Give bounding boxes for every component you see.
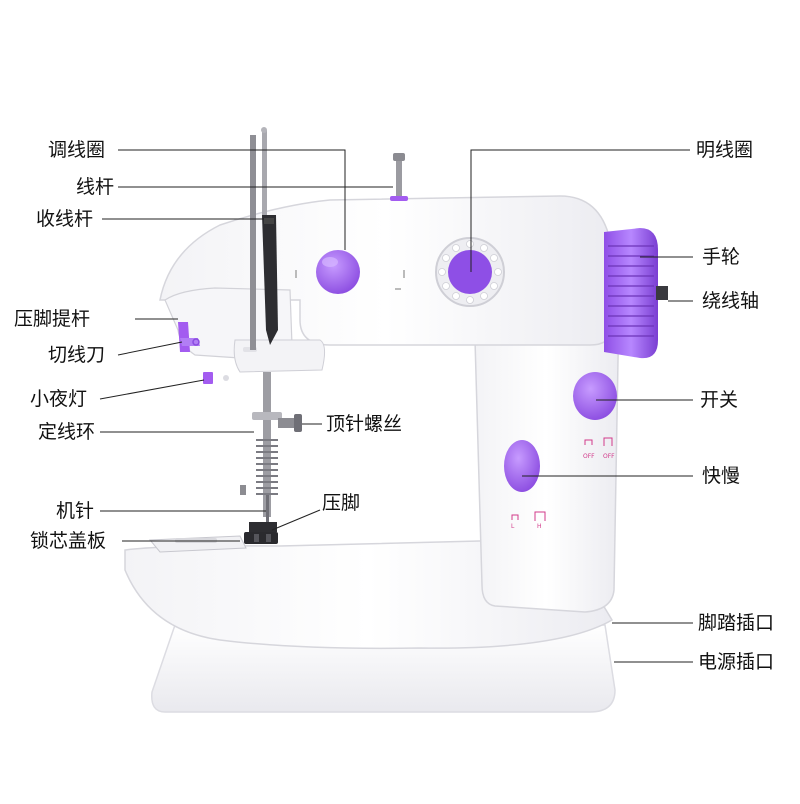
label-ji-zhen: 机针 bbox=[56, 500, 95, 522]
label-ding-zhen-luo-si: 顶针螺丝 bbox=[326, 413, 403, 435]
presser-foot bbox=[244, 522, 278, 544]
bobbin-winder-shaft bbox=[656, 286, 668, 300]
tension-dial bbox=[316, 250, 360, 294]
power-switch bbox=[573, 372, 617, 420]
label-tiao-xian-quan: 调线圈 bbox=[48, 139, 106, 161]
label-jiao-ta-cha-kou: 脚踏插口 bbox=[698, 612, 775, 634]
label-ya-jiao: 压脚 bbox=[322, 492, 361, 514]
label-shou-xian-gan: 收线杆 bbox=[36, 208, 94, 230]
speed-switch bbox=[504, 440, 540, 492]
spool-pin bbox=[396, 158, 402, 198]
presser-foot-lever bbox=[178, 322, 190, 352]
label-qie-xian-dao: 切线刀 bbox=[48, 344, 106, 366]
hand-wheel bbox=[604, 228, 658, 359]
low-mark: L bbox=[511, 523, 515, 530]
off-mark-1: OFF bbox=[583, 453, 595, 460]
night-light bbox=[203, 372, 213, 384]
bobbin-winder-disc bbox=[435, 237, 505, 307]
machine-needle bbox=[266, 495, 269, 525]
label-kuai-man: 快慢 bbox=[702, 465, 741, 487]
bobbin-cover-plate bbox=[148, 535, 247, 553]
off-mark-2: OFF bbox=[603, 453, 615, 460]
needle-bar bbox=[263, 372, 271, 517]
label-ding-xian-huan: 定线环 bbox=[38, 421, 96, 443]
label-xiao-ye-deng: 小夜灯 bbox=[30, 388, 88, 410]
label-kai-guan: 开关 bbox=[700, 389, 739, 411]
needle-spring bbox=[256, 439, 278, 495]
label-ming-xian-quan: 明线圈 bbox=[696, 139, 754, 161]
thread-guide-rod bbox=[250, 135, 256, 350]
label-ya-jiao-ti-gan: 压脚提杆 bbox=[14, 308, 91, 330]
label-rao-xian-zhou: 绕线轴 bbox=[702, 290, 760, 312]
label-suo-xin-gai-ban: 锁芯盖板 bbox=[30, 530, 107, 552]
high-mark: H bbox=[537, 523, 542, 530]
label-shou-lun: 手轮 bbox=[702, 246, 741, 268]
needle-clamp-screw bbox=[278, 414, 302, 432]
label-dian-yuan-cha-kou: 电源插口 bbox=[698, 651, 775, 673]
thread-guide-ring bbox=[252, 412, 282, 420]
thread-cutter bbox=[180, 338, 200, 346]
label-xian-gan: 线杆 bbox=[76, 176, 115, 198]
